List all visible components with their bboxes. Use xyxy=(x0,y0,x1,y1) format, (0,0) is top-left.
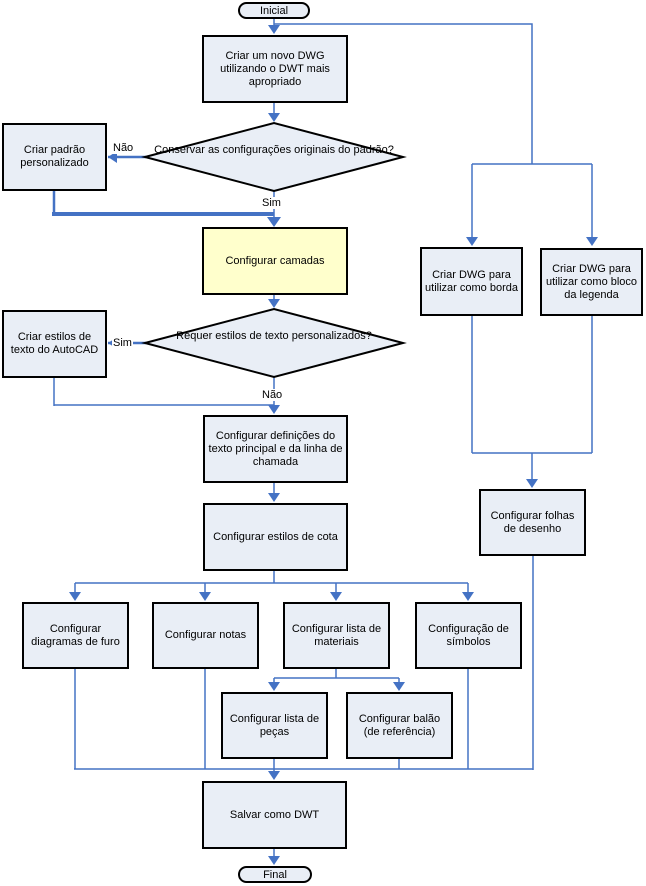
decision-requer-estilos-label: Requer estilos de texto personalizados? xyxy=(176,330,372,342)
node-salvar-como-dwt: Salvar como DWT xyxy=(202,781,347,849)
node-criar-dwg-bloco-legenda: Criar DWG para utilizar como bloco da le… xyxy=(540,248,643,316)
decision-requer-estilos-shape xyxy=(141,307,407,379)
edge-label-sim-1: Sim xyxy=(261,197,282,209)
node-configurar-folhas-desenho: Configurar folhas de desenho xyxy=(479,489,586,556)
node-criar-dwg-borda: Criar DWG para utilizar como borda xyxy=(420,247,523,316)
node-criar-novo-dwg: Criar um novo DWG utilizando o DWT mais … xyxy=(202,35,348,103)
node-configurar-definicoes-texto: Configurar definições do texto principal… xyxy=(203,415,348,483)
node-configurar-lista-materiais: Configurar lista de materiais xyxy=(283,602,390,669)
node-configurar-camadas: Configurar camadas xyxy=(202,227,348,295)
node-configurar-lista-pecas: Configurar lista de peças xyxy=(221,692,328,759)
node-configuracao-simbolos: Configuração de símbolos xyxy=(415,602,522,669)
decision-diamonds xyxy=(141,121,407,379)
edge-label-nao-1: Não xyxy=(112,142,135,154)
edge-label-sim-2: Sim xyxy=(112,337,133,349)
decision-conservar-label: Conservar as configurações originais do … xyxy=(154,144,394,156)
node-criar-padrao-personalizado: Criar padrão personalizado xyxy=(2,123,107,191)
terminator-final: Final xyxy=(238,866,312,883)
node-criar-estilos-texto-autocad: Criar estilos de texto do AutoCAD xyxy=(2,310,107,378)
edge-label-nao-2: Não xyxy=(261,389,284,401)
node-configurar-balao: Configurar balão (de referência) xyxy=(346,692,453,759)
node-configurar-estilos-cota: Configurar estilos de cota xyxy=(203,503,348,571)
terminator-inicial: Inicial xyxy=(238,2,310,19)
node-configurar-notas: Configurar notas xyxy=(152,602,259,669)
decision-conservar-shape xyxy=(141,121,407,193)
node-configurar-diagramas-furo: Configurar diagramas de furo xyxy=(22,602,129,669)
